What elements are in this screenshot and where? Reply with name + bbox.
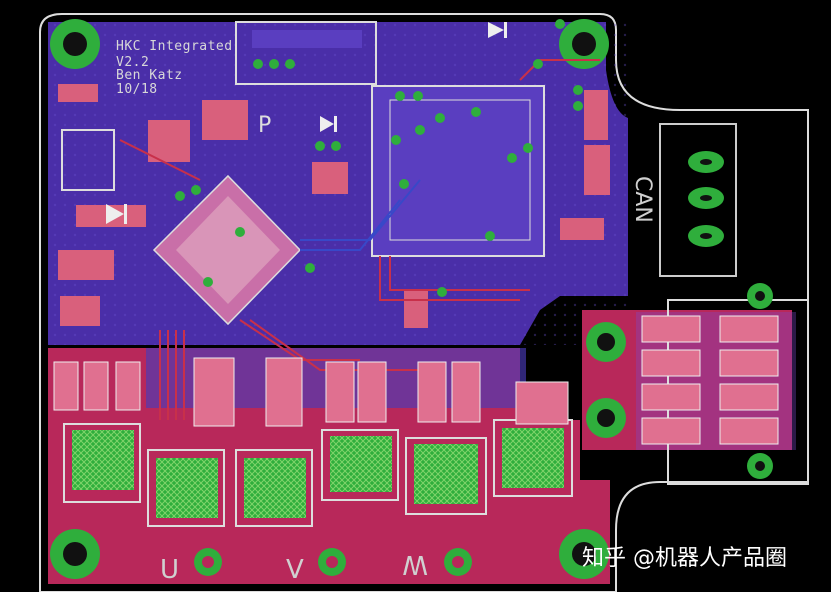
phase-label-w: W [402,549,428,579]
power-connector [586,283,809,485]
mcu-qfp [371,85,545,257]
can-label: CAN [630,176,655,223]
phase-terminal-w [444,548,472,576]
silk-line-4: 10/18 [116,82,158,97]
resistor-row [53,357,569,427]
phase-terminal-v [318,548,346,576]
mounting-hole-top-right [559,19,609,69]
silk-line-2: V2.2 [116,55,149,70]
mosfet-array [63,419,573,527]
phase-terminal-u [194,548,222,576]
trace-group [119,59,600,420]
silk-line-3: Ben Katz [116,68,183,83]
mounting-hole-bottom-right [559,529,609,579]
phase-label-v: V [286,555,304,585]
top-connector [235,21,377,85]
gate-driver-ic [152,174,302,326]
smd-component-group [58,84,610,328]
mounting-hole-bottom-left [50,529,100,579]
phase-label-u: U [160,555,179,585]
via-group [175,19,583,297]
silk-line-1: HKC Integrated [116,39,233,54]
mounting-hole-top-left [50,19,100,69]
watermark-text: 知乎 @机器人产品圈 [582,546,787,571]
diode-symbol [106,22,507,224]
pad-mark: P [258,113,271,138]
capacitor-bank [641,315,779,445]
can-connector [659,123,737,277]
